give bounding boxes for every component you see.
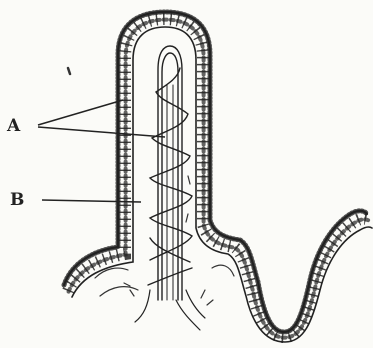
leader-a-lower [38,127,165,137]
label-a: A [7,118,20,135]
label-b: B [10,192,24,209]
leader-a-upper [38,100,123,125]
leader-lines [38,100,165,202]
lacteal-core [135,46,205,330]
epithelium [64,12,372,342]
